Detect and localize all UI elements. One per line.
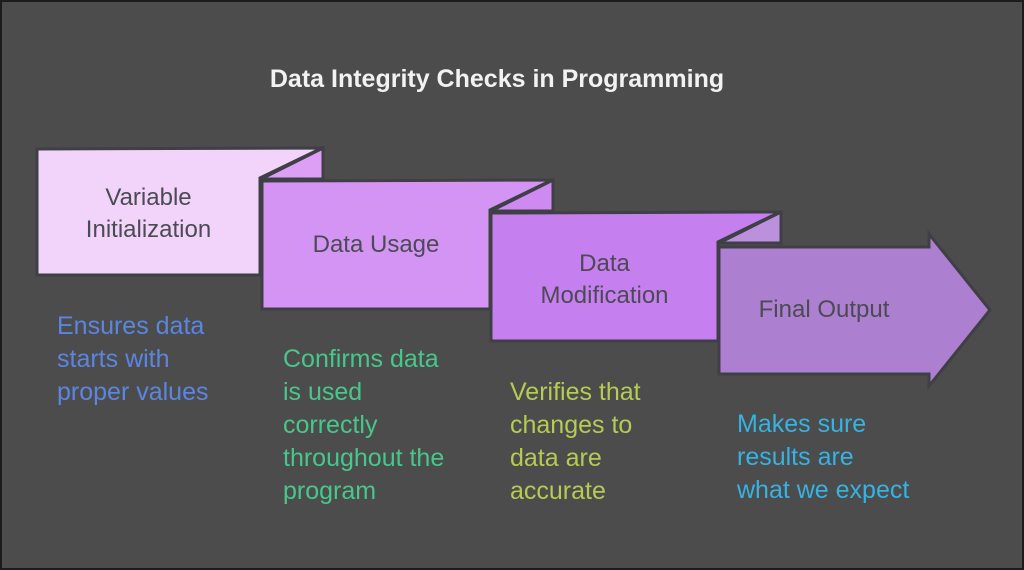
final-output-arrow-shape (717, 229, 992, 391)
desc-line: Ensures data (57, 312, 205, 340)
step-1-label: Variable Initialization (37, 182, 260, 246)
label-line: Modification (540, 282, 669, 309)
desc-line: correctly (283, 411, 378, 439)
step-4-description: Makes sure results are what we expect (737, 408, 909, 507)
desc-line: program (283, 477, 377, 505)
label-line: Data Usage (312, 231, 440, 258)
fold-3-4-shape (718, 209, 783, 245)
desc-line: what we expect (737, 476, 910, 504)
step-1-description: Ensures data starts with proper values (57, 310, 208, 409)
desc-line: Makes sure (737, 410, 867, 438)
step-3-description: Verifies that changes to data are accura… (510, 376, 641, 508)
desc-line: starts with (57, 345, 170, 373)
desc-line: accurate (510, 477, 606, 505)
label-line: Variable (105, 184, 192, 211)
desc-line: data are (510, 444, 602, 472)
desc-line: Confirms data (283, 345, 439, 373)
desc-line: Verifies that (510, 378, 641, 406)
diagram-title: Data Integrity Checks in Programming (269, 65, 725, 93)
label-line: Final Output (758, 296, 890, 323)
desc-line: proper values (57, 378, 209, 406)
step-3-label: Data Modification (491, 248, 718, 312)
step-2-description: Confirms data is used correctly througho… (283, 343, 444, 508)
desc-line: results are (737, 443, 854, 471)
desc-line: changes to (510, 411, 633, 439)
fold-1-2-shape (260, 145, 325, 181)
fold-2-3-shape (490, 177, 555, 213)
desc-line: is used (283, 378, 363, 406)
label-line: Initialization (85, 216, 212, 243)
step-4-label: Final Output (719, 294, 929, 326)
label-line: Data (579, 250, 630, 277)
desc-line: throughout the (283, 444, 445, 472)
step-1-box-shape (35, 146, 323, 277)
step-2-label: Data Usage (262, 229, 490, 261)
